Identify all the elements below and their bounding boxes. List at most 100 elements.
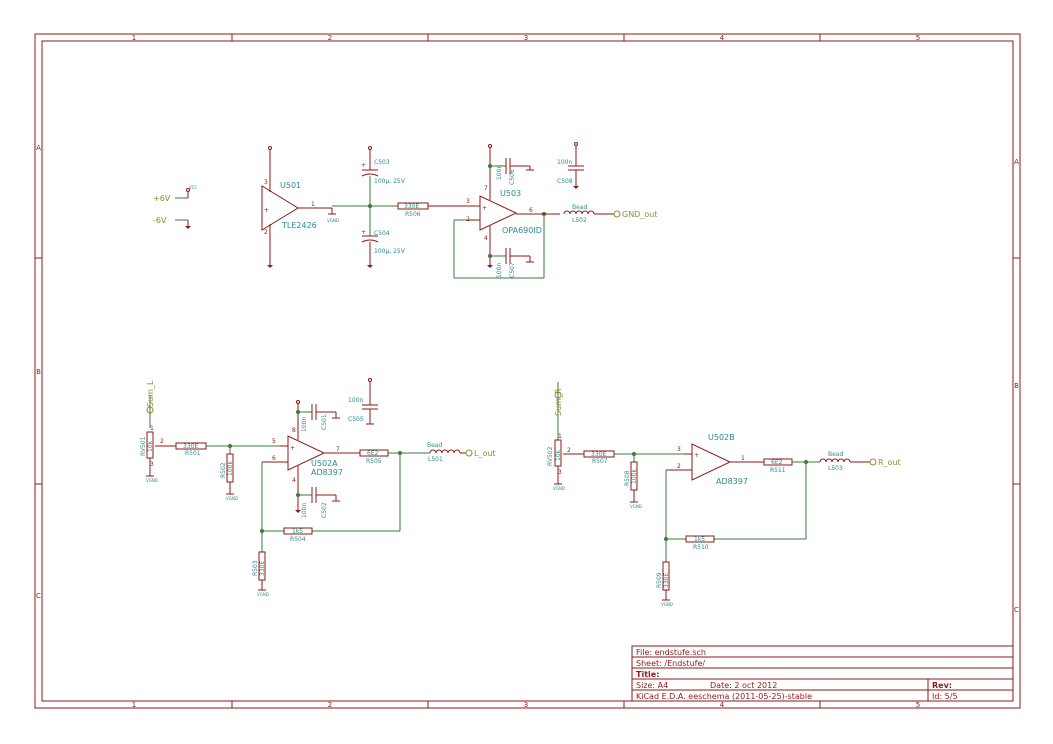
r511-ref: R511: [770, 467, 786, 474]
r510-value: 1k5: [694, 536, 705, 543]
r505-value: 6E2: [367, 450, 379, 457]
frame-row-b-right: B: [1014, 382, 1019, 390]
r505-ref: R505: [366, 458, 382, 465]
u502a-opamp: [287, 435, 326, 471]
net-sum-l: Sum_L: [146, 380, 155, 407]
c503-ref: C503: [374, 159, 390, 166]
c508-value: 100n: [557, 159, 572, 166]
frame-row-a-left: A: [36, 144, 41, 152]
r509-value: 330E: [663, 573, 670, 588]
c504-value: 100µ, 25V: [374, 248, 406, 255]
u501-ref: U501: [280, 181, 301, 190]
frame-col-2-bottom: 2: [328, 701, 332, 709]
u502a-pin-inn: 6: [272, 455, 276, 462]
l503-inductor: [819, 458, 851, 463]
title-tool: KiCad E.D.A. eeschema (2011-05-25)-stabl…: [636, 692, 812, 701]
power-vcc-tag: VCC: [189, 185, 198, 190]
frame-row-b-left: B: [36, 368, 41, 376]
l-out-port: [465, 449, 473, 457]
r506-value: 330E: [404, 203, 419, 210]
frame-col-1-bottom: 1: [132, 701, 136, 709]
c507-ref: C507: [509, 262, 516, 278]
title-file: File: endstufe.sch: [636, 648, 706, 657]
title-date: Date: 2 oct 2012: [710, 681, 777, 690]
r-out-port: [869, 458, 877, 466]
frame-row-c-left: C: [36, 592, 41, 600]
sum-l-port: [146, 406, 154, 414]
u503-pin-out: 6: [529, 207, 533, 214]
u502b-opamp: [691, 443, 732, 481]
c502-ref: C502: [321, 502, 328, 518]
c503-value: 100µ, 25V: [374, 178, 406, 185]
r508-vgnd: VGND: [630, 504, 642, 509]
u502b-value: AD8397: [716, 477, 748, 486]
frame-col-4-top: 4: [720, 34, 725, 42]
l501-value: Bead: [427, 442, 442, 449]
r507-value: 330E: [591, 451, 606, 458]
u503-opamp: [479, 195, 518, 231]
l502-value: Bead: [572, 204, 587, 211]
title-block: File: endstufe.sch Sheet: /Endstufe/ Tit…: [631, 645, 1014, 702]
frame-col-5-bottom: 5: [916, 701, 920, 709]
right-channel-section: Sum_R 1 2 3 RV502 10k VGND 330E R507 R50…: [547, 382, 901, 607]
c504-plus: +: [361, 229, 366, 236]
title-rev-label: Rev:: [932, 681, 952, 690]
rv501-ref: RV501: [140, 436, 147, 456]
frame-col-4-bottom: 4: [720, 701, 725, 709]
l501-inductor: [429, 449, 461, 454]
r502-value: 100k: [227, 461, 234, 476]
r509-vgnd: VGND: [661, 602, 673, 607]
virtual-ground-section: + 3 2 U501 TLE2426 1 VGND + C503 100µ, 2…: [261, 142, 657, 279]
power-label-p6v: +6V: [153, 194, 171, 203]
title-sheet: Sheet: /Endstufe/: [636, 659, 705, 668]
net-gnd-out: GND_out: [622, 210, 657, 219]
c506-value: 100n: [496, 165, 503, 180]
frame-row-c-right: C: [1014, 606, 1019, 614]
u502a-pin-vp: 8: [292, 427, 296, 434]
u502a-pin-inp: 5: [272, 438, 276, 445]
c502-value: 100n: [301, 503, 308, 518]
r502-vgnd: VGND: [226, 496, 238, 501]
rv502-value: 10k: [555, 449, 562, 461]
r502-ref: R502: [220, 462, 227, 478]
r508-ref: R508: [624, 470, 631, 486]
r508-value: 100k: [631, 469, 638, 484]
r503-ref: R503: [252, 560, 259, 576]
rv502-vgnd: VGND: [553, 486, 565, 491]
power-ports-section: +6V VCC -6V: [153, 185, 198, 229]
u502a-pin-out: 7: [336, 446, 340, 453]
u503-pin-vp: 7: [484, 185, 488, 192]
rv502-pin-a: 1: [558, 433, 562, 440]
rv501-pin-b: 3: [150, 461, 154, 468]
l502-ref: L502: [572, 217, 587, 224]
rv502-pin-b: 3: [558, 469, 562, 476]
u503-value: OPA690ID: [502, 226, 542, 235]
u501-vgnd: VGND: [327, 218, 339, 223]
power-label-n6v: -6V: [153, 216, 167, 225]
l502-inductor: [563, 210, 595, 215]
u503-pin-inp: 3: [466, 198, 470, 205]
u501-value: TLE2426: [281, 221, 317, 230]
left-channel-section: Sum_L 1 2 3 RV501 10k VGND 330E R501 R50…: [140, 378, 496, 597]
u502a-pin-marks: +: [290, 445, 295, 452]
u502b-pin-out: 1: [741, 455, 745, 462]
rv501-vgnd: VGND: [146, 478, 158, 483]
net-sum-r: Sum_R: [554, 388, 563, 416]
u501-pin-vp: 3: [264, 179, 268, 186]
title-size: Size: A4: [636, 681, 668, 690]
c506-ref: C506: [509, 169, 516, 185]
c508-ref: C508: [557, 178, 573, 185]
frame-col-5-top: 5: [916, 34, 920, 42]
r503-value: 330E: [259, 561, 266, 576]
gnd-out-port: [613, 210, 621, 218]
u503-pin-vn: 4: [484, 235, 488, 242]
u501-pin-marks: +: [264, 207, 269, 214]
r509-ref: R509: [656, 572, 663, 588]
rv502-pin-w: 2: [567, 447, 571, 454]
u501-pin-vn: 2: [264, 229, 268, 236]
frame-row-a-right: A: [1014, 158, 1019, 166]
l503-value: Bead: [828, 451, 843, 458]
u502b-pin-marks: +: [694, 452, 699, 459]
u502a-ref: U502A: [311, 459, 338, 468]
u502b-pin-inp: 3: [677, 446, 681, 453]
